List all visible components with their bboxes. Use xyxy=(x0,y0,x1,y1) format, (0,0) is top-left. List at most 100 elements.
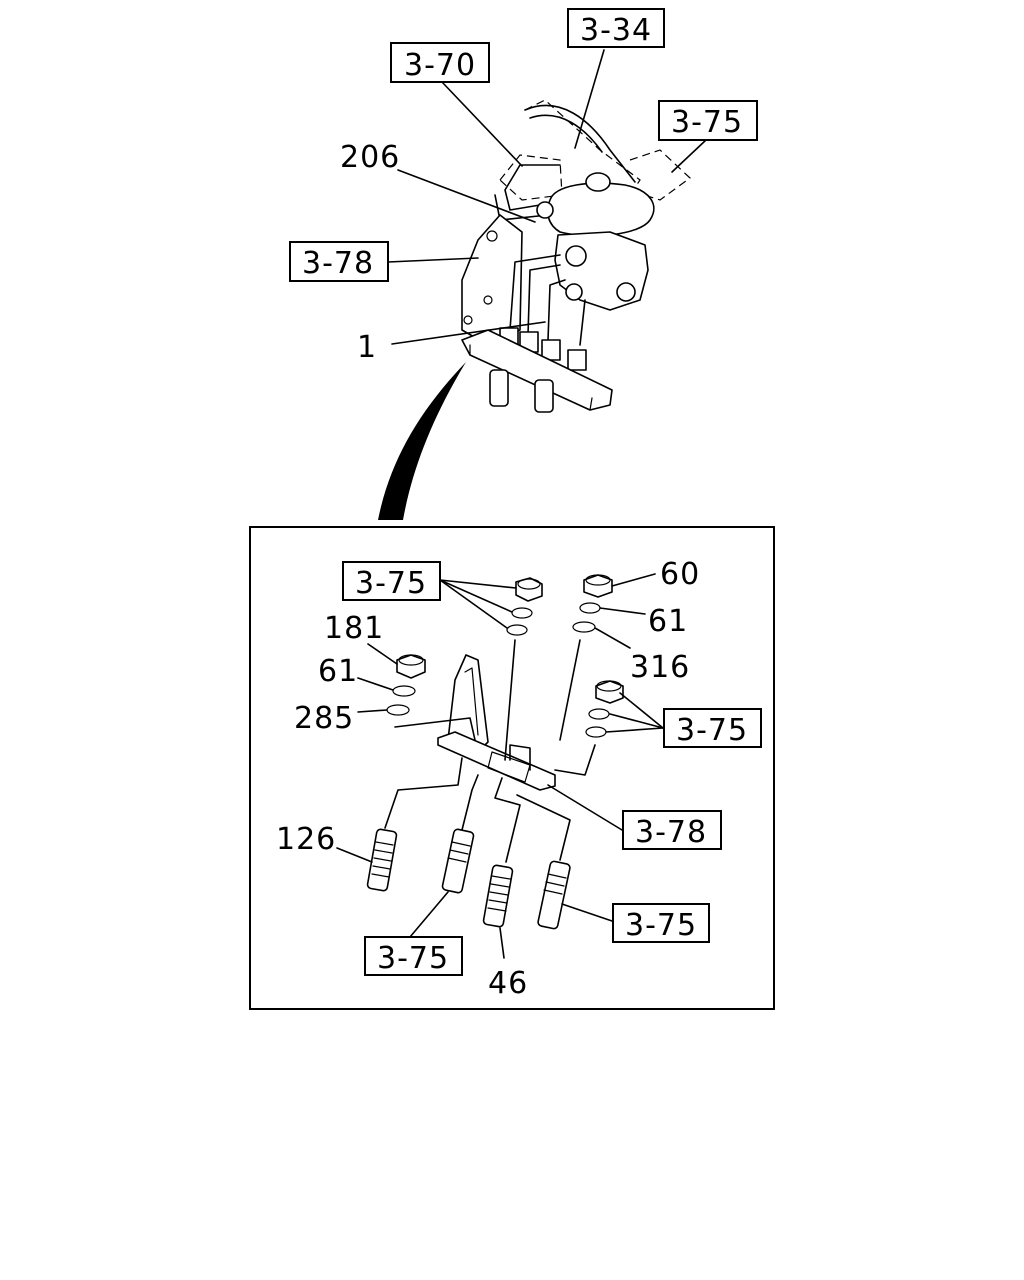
ref-3-34-box xyxy=(567,8,665,48)
align-line-4 xyxy=(394,717,476,741)
pump-port-3 xyxy=(616,282,636,302)
detail-rail-block xyxy=(487,751,531,783)
upper-leaders xyxy=(387,49,707,345)
stud-126-threads xyxy=(371,841,394,878)
leader-d-3-75-a-2 xyxy=(439,579,513,613)
pipe-outline-right xyxy=(629,149,691,201)
ref-d-3-75-b: 3-75 xyxy=(663,708,762,748)
ref-d-3-75-c-label: 3-75 xyxy=(377,941,449,976)
stud-46-threads xyxy=(487,875,511,912)
part-61-left-label: 61 xyxy=(318,654,358,689)
pump-port-2 xyxy=(565,283,583,301)
inj-pipe-4 xyxy=(579,299,586,346)
upper-assembly xyxy=(461,99,691,413)
part-1-label: 1 xyxy=(357,330,377,365)
stud-4 xyxy=(537,860,571,930)
nut-181 xyxy=(396,654,426,679)
detail-pointer xyxy=(378,362,466,520)
leader-316 xyxy=(594,627,631,649)
leader-1 xyxy=(391,321,546,345)
leader-60 xyxy=(611,573,656,587)
align-line-3 xyxy=(554,744,596,776)
stud-2-body xyxy=(441,828,475,894)
part-126-label: 126 xyxy=(276,822,336,857)
leader-206 xyxy=(397,169,536,223)
ref-d-3-75-c-box xyxy=(364,936,463,976)
rail-stud-2 xyxy=(534,379,554,413)
nut-181-face xyxy=(398,654,424,666)
leader-285 xyxy=(357,709,388,713)
ref-d-3-75-d-label: 3-75 xyxy=(625,908,697,943)
leader-d-3-78 xyxy=(547,784,623,831)
align-line-2 xyxy=(559,639,581,741)
leader-3-34 xyxy=(574,49,605,149)
ref-d-3-75-a: 3-75 xyxy=(342,561,441,601)
nut-mid-right xyxy=(595,680,624,704)
ref-d-3-75-a-box xyxy=(342,561,441,601)
ref-d-3-75-c: 3-75 xyxy=(364,936,463,976)
pipe-left-a xyxy=(504,164,561,211)
inj-pipe-3 xyxy=(547,279,566,341)
align-line-5 xyxy=(509,744,531,771)
ref-3-75-top: 3-75 xyxy=(658,100,758,141)
ref-3-70-label: 3-70 xyxy=(404,48,476,83)
ref-3-34-label: 3-34 xyxy=(580,13,652,48)
ref-3-75-top-box xyxy=(658,100,758,141)
nut-60-face xyxy=(585,574,611,586)
ref-3-34: 3-34 xyxy=(567,8,665,48)
nozzle-nut-4 xyxy=(567,349,587,371)
ref-d-3-75-b-box xyxy=(663,708,762,748)
leader-181 xyxy=(367,643,398,665)
washer-spring-mid-right xyxy=(588,708,610,720)
ref-d-3-78: 3-78 xyxy=(622,810,722,850)
base-rail-edge xyxy=(469,344,593,411)
nut-60 xyxy=(583,574,613,598)
part-206-label: 206 xyxy=(340,140,400,175)
ref-d-3-75-b-label: 3-75 xyxy=(676,713,748,748)
stud-leader-4 xyxy=(516,794,571,861)
ref-3-75-top-label: 3-75 xyxy=(671,105,743,140)
leader-d-3-75-c xyxy=(409,891,449,938)
ref-d-3-75-d-box xyxy=(612,903,710,943)
detail-bracket-slot xyxy=(464,667,479,736)
part-316-label: 316 xyxy=(630,650,690,685)
pipe-loop-top xyxy=(524,104,636,183)
leader-d-3-75-b-3 xyxy=(605,727,664,733)
stud-46-body xyxy=(482,864,514,928)
leader-d-3-75-a-3 xyxy=(439,579,508,629)
leader-3-75-top xyxy=(671,139,707,173)
leader-3-70 xyxy=(441,81,523,167)
pipe-outline-left xyxy=(499,154,563,201)
ref-d-3-78-label: 3-78 xyxy=(635,815,707,850)
stud-4-threads xyxy=(543,873,567,895)
pump-port-1 xyxy=(565,245,587,267)
ref-3-78-top-label: 3-78 xyxy=(302,246,374,281)
stud-2 xyxy=(441,828,475,894)
leader-126 xyxy=(336,847,373,863)
ref-d-3-75-d: 3-75 xyxy=(612,903,710,943)
align-line-1 xyxy=(504,639,516,761)
leader-d-3-75-b-2 xyxy=(609,713,664,729)
ref-3-70-box xyxy=(390,42,490,83)
stud-leader-2 xyxy=(461,774,479,831)
inj-pipe-1 xyxy=(509,254,561,331)
rail-stud-1 xyxy=(489,369,509,407)
bracket-hole-2 xyxy=(483,295,493,305)
stud-2-threads xyxy=(447,841,471,863)
pump-cap xyxy=(585,172,611,192)
leader-61-left xyxy=(357,677,394,691)
leader-d-3-75-d xyxy=(561,903,613,922)
inj-pipe-2 xyxy=(527,264,561,336)
stud-46 xyxy=(482,864,514,928)
washer-61-right xyxy=(579,602,601,614)
stud-4-body xyxy=(537,860,571,930)
pipe-loop-top-inner xyxy=(529,114,603,153)
part-181-label: 181 xyxy=(324,611,384,646)
nut-mid-right-face xyxy=(596,680,622,692)
ref-d-3-75-a-label: 3-75 xyxy=(355,566,427,601)
ref-d-3-78-box xyxy=(622,810,722,850)
washer-61-left xyxy=(392,685,416,697)
part-46-label: 46 xyxy=(488,966,528,1001)
pump-fitting-left xyxy=(536,201,554,219)
bracket-hole-1 xyxy=(486,230,498,242)
